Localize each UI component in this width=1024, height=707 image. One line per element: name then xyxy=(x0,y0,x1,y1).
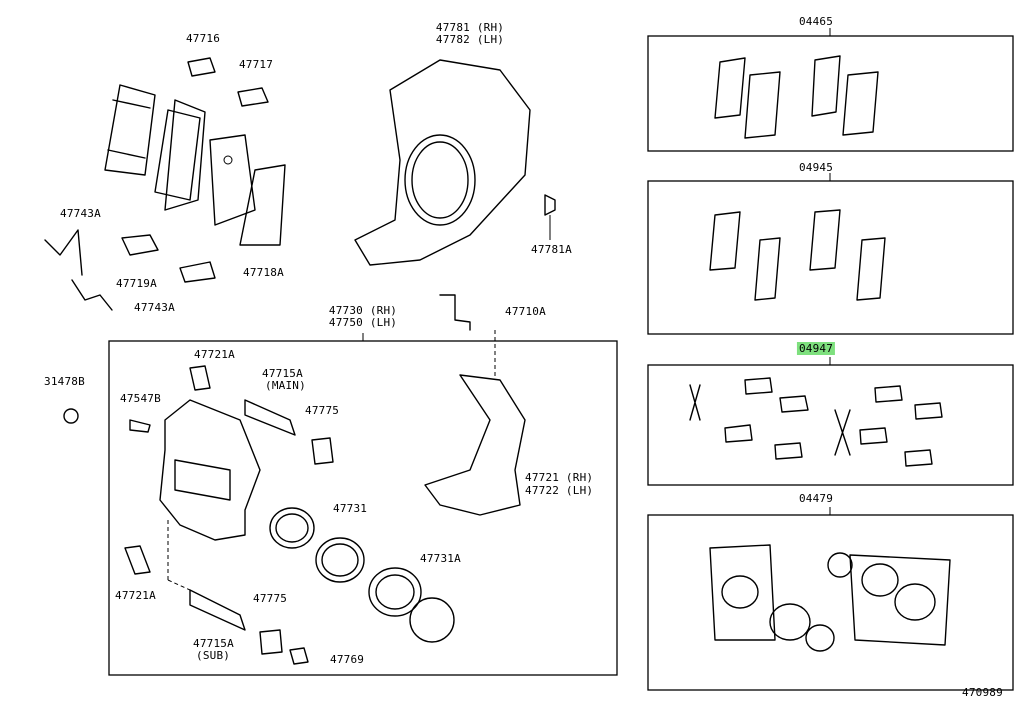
label-47719a: 47719A xyxy=(116,277,157,290)
kit-04947-clips-drawing xyxy=(689,377,943,467)
label-47781a: 47781A xyxy=(531,243,572,256)
brake-pads-drawing xyxy=(104,57,286,246)
label-47718a: 47718A xyxy=(243,266,284,279)
label-main-note: (MAIN) xyxy=(265,379,306,392)
label-31478b: 31478B xyxy=(44,375,85,388)
label-sub-note: (SUB) xyxy=(196,649,231,662)
anti-rattle-springs-drawing xyxy=(44,229,216,311)
label-47721a-top: 47721A xyxy=(194,348,235,361)
label-47721-rh: 47721 (RH) xyxy=(525,471,594,484)
label-47722-lh: 47722 (LH) xyxy=(525,484,594,497)
label-04945: 04945 xyxy=(798,161,834,174)
label-47781-rh: 47781 (RH) xyxy=(435,21,505,34)
label-47715a-sub: 47715A xyxy=(193,637,234,650)
kit-04947-frame xyxy=(647,364,1014,486)
kit-04465-pads-drawing xyxy=(714,55,879,139)
kit-04479-seals-drawing xyxy=(709,544,951,652)
label-47710a: 47710A xyxy=(505,305,546,318)
label-47743a-top: 47743A xyxy=(60,207,101,220)
label-47775-top: 47775 xyxy=(305,404,340,417)
kit-04945-frame xyxy=(647,180,1014,335)
caliper-mount-drawing xyxy=(424,294,526,516)
label-47721a-bottom: 47721A xyxy=(115,589,156,602)
label-47731: 47731 xyxy=(333,502,368,515)
kit-04479-frame xyxy=(647,514,1014,691)
label-04479: 04479 xyxy=(798,492,834,505)
dust-shield-drawing xyxy=(354,59,556,266)
kit-04945-shims-drawing xyxy=(709,209,886,301)
highlighted-part-number: 04947 xyxy=(796,342,836,355)
label-04947: 04947 xyxy=(796,342,836,355)
label-47743a-bottom: 47743A xyxy=(134,301,175,314)
hardware-drawing xyxy=(63,365,455,665)
kit-04465-frame xyxy=(647,35,1014,152)
label-47782-lh: 47782 (LH) xyxy=(435,33,505,46)
label-47547b: 47547B xyxy=(120,392,161,405)
label-47716: 47716 xyxy=(185,32,221,45)
caliper-body-drawing xyxy=(159,399,261,591)
label-47769: 47769 xyxy=(330,653,365,666)
label-47731a: 47731A xyxy=(420,552,461,565)
label-47717: 47717 xyxy=(238,58,274,71)
label-47730-rh: 47730 (RH) xyxy=(328,304,398,317)
label-47715a-main: 47715A xyxy=(262,367,303,380)
label-04465: 04465 xyxy=(798,15,834,28)
label-47775-bottom: 47775 xyxy=(253,592,288,605)
label-47750-lh: 47750 (LH) xyxy=(328,316,398,329)
diagram-id: 470989 xyxy=(962,686,1003,699)
